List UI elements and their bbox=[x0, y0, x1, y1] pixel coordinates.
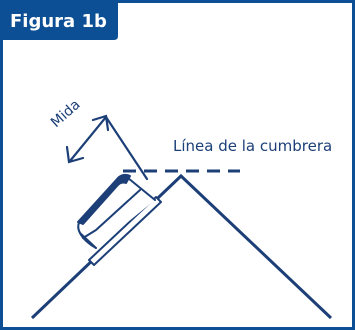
vent-cap bbox=[77, 173, 131, 225]
measurement-arrow bbox=[65, 114, 149, 181]
figure-title: Figura 1b bbox=[10, 11, 107, 32]
vent-lip bbox=[79, 232, 97, 249]
ridge-label: Línea de la cumbrera bbox=[173, 137, 332, 155]
title-tab bbox=[0, 0, 118, 40]
roof-vent bbox=[77, 173, 162, 266]
roof-slopes bbox=[30, 173, 333, 320]
vent-flange bbox=[88, 196, 162, 266]
